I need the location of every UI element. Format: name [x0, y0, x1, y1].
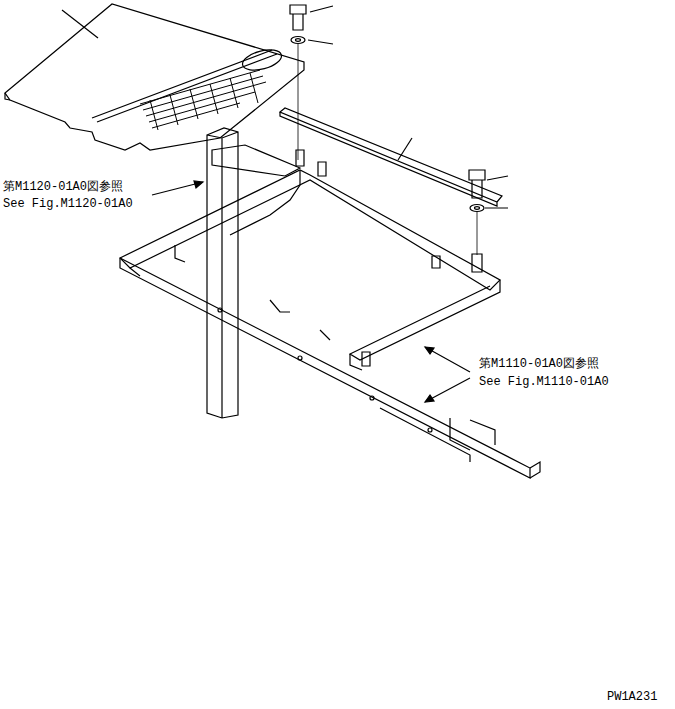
figure-reference: 第M1120-01A0図参照: [2, 180, 124, 194]
reference-arrow: [152, 181, 470, 402]
drawing-number: PW1A231: [606, 690, 658, 704]
figure-reference: See Fig.M1110-01A0: [478, 375, 610, 389]
leader-line: [398, 138, 412, 160]
leader-line: [308, 6, 333, 44]
figure-reference: See Fig.M1120-01A0: [2, 197, 134, 211]
strip: [280, 108, 502, 206]
cover-plate: [5, 4, 304, 150]
bolt: [469, 170, 485, 255]
leader-line: [62, 10, 98, 38]
leader-line: [485, 176, 508, 208]
bolt: [290, 5, 306, 160]
figure-reference: 第M1110-01A0図参照: [478, 357, 600, 371]
frame: [120, 150, 540, 478]
vent-slots: [140, 70, 266, 130]
post: [207, 128, 238, 418]
